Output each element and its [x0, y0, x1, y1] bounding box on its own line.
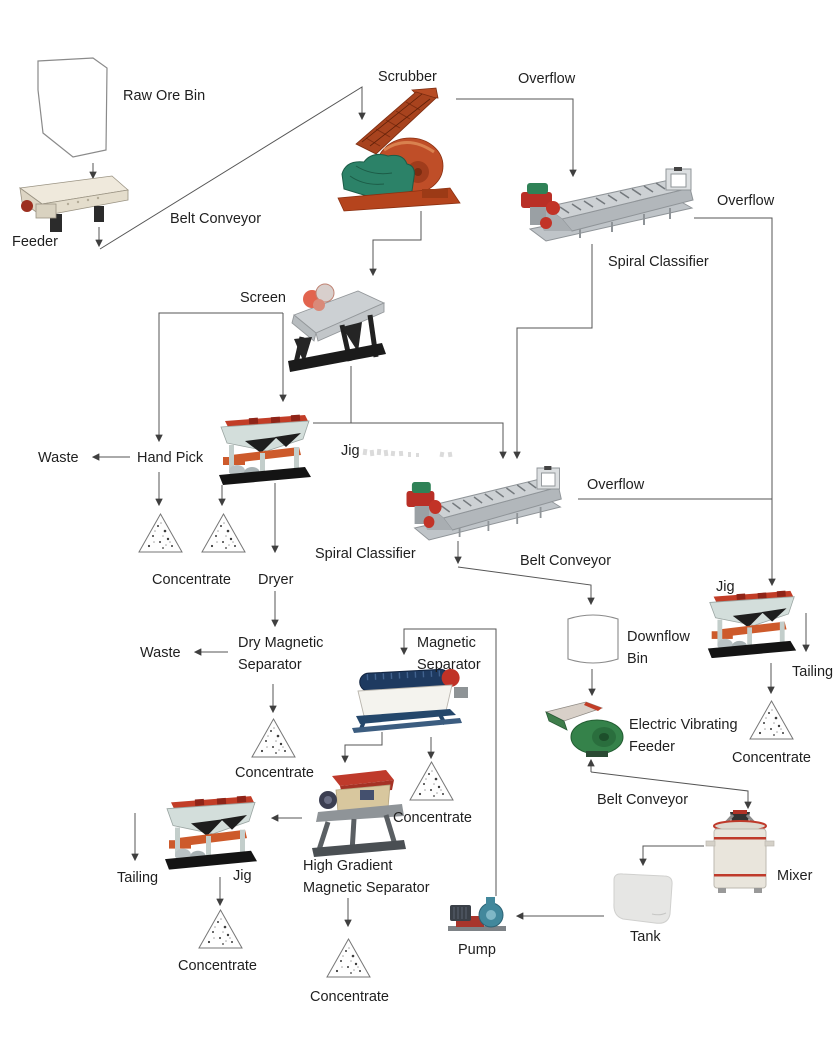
watermark-smudge [362, 448, 453, 458]
label-belt-conveyor-1: Belt Conveyor [170, 211, 262, 227]
label-tailing-1: Tailing [792, 664, 834, 680]
label-concentrate-jig2: Concentrate [732, 750, 811, 766]
edge-pump-magsep [400, 628, 497, 896]
label-spiral-classifier-1: Spiral Classifier [608, 254, 709, 270]
label-belt-conveyor-3: Belt Conveyor [597, 792, 689, 808]
edge-magsep-hgms [341, 732, 383, 764]
label-scrubber: Scrubber [378, 69, 437, 85]
label-spiral-classifier-2: Spiral Classifier [315, 546, 416, 562]
edge-belt-conveyor-2 [457, 566, 595, 606]
label-concentrate-mag: Concentrate [393, 810, 472, 826]
feeder-image [18, 175, 129, 232]
label-pump: Pump [458, 942, 496, 958]
edge-classifier1-overflow-jig2 [694, 217, 776, 587]
label-overflow-right: Overflow [717, 193, 775, 209]
label-mixer: Mixer [777, 868, 813, 884]
flow-lines [89, 86, 810, 928]
label-jig-2: Jig [716, 579, 735, 595]
edge-belt-conveyor-3 [590, 771, 752, 810]
label-feeder: Feeder [12, 234, 58, 250]
edge-scrubber-screen [369, 211, 422, 277]
raw-ore-bin-shape [37, 57, 108, 158]
label-high-gradient-magnetic-separator: High Gradient Magnetic Separator [303, 858, 430, 896]
downflow-bin-shape [567, 614, 619, 664]
jig-1-image [219, 415, 311, 485]
concentrate-pile-jig3 [199, 910, 242, 948]
jig-2-image [708, 591, 796, 659]
edge-mixer-tank [639, 845, 704, 867]
edge-classifier1-classifier2 [513, 244, 593, 460]
label-concentrate-jig3: Concentrate [178, 958, 257, 974]
concentrate-pile-hand-pick [139, 514, 182, 552]
high-gradient-magnetic-separator-image [312, 770, 406, 857]
spiral-classifier-2-image [407, 466, 562, 540]
edge-belt-conveyor-1 [99, 86, 366, 250]
concentrate-pile-jig2 [750, 701, 793, 739]
spiral-classifier-1-image [521, 167, 693, 241]
concentrate-pile-mag [410, 762, 453, 800]
label-tailing-2: Tailing [117, 870, 159, 886]
label-waste-2: Waste [140, 645, 181, 661]
label-hand-pick: Hand Pick [137, 450, 204, 466]
label-jig-3: Jig [233, 868, 252, 884]
label-waste-1: Waste [38, 450, 79, 466]
scrubber-image [337, 87, 461, 212]
label-screen: Screen [240, 290, 286, 306]
jig-3-image [165, 796, 257, 870]
label-concentrate-hand-pick-jig: Concentrate [152, 572, 231, 588]
label-overflow-mid: Overflow [587, 477, 645, 493]
label-jig-1: Jig [341, 443, 360, 459]
label-belt-conveyor-2: Belt Conveyor [520, 553, 612, 569]
label-downflow-bin: Downflow Bin [627, 629, 690, 667]
pump-image [448, 897, 506, 931]
concentrate-pile-hgms [327, 939, 370, 977]
tank-image [613, 873, 673, 924]
label-tank: Tank [630, 929, 661, 945]
label-electric-vibrating-feeder: Electric Vibrating Feeder [629, 717, 738, 755]
concentrate-pile-dry-mag [252, 719, 295, 757]
concentrate-pile-jig1 [202, 514, 245, 552]
electric-vibrating-feeder-image [544, 701, 624, 757]
label-magnetic-separator: Magnetic Separator [417, 635, 481, 673]
edge-jig1-classifier2 [313, 422, 507, 460]
label-dry-magnetic-separator: Dry Magnetic Separator [238, 635, 324, 673]
screen-image [288, 283, 386, 372]
mixer-image [705, 810, 775, 893]
label-concentrate-dry-mag: Concentrate [235, 765, 314, 781]
label-overflow-top: Overflow [518, 71, 576, 87]
label-concentrate-hgms: Concentrate [310, 989, 389, 1005]
label-raw-ore-bin: Raw Ore Bin [123, 88, 206, 104]
edge-screen-handpick [155, 312, 283, 443]
edge-scrubber-overflow [456, 98, 577, 178]
magnetic-separator-image [352, 668, 468, 733]
label-dryer: Dryer [258, 572, 294, 588]
